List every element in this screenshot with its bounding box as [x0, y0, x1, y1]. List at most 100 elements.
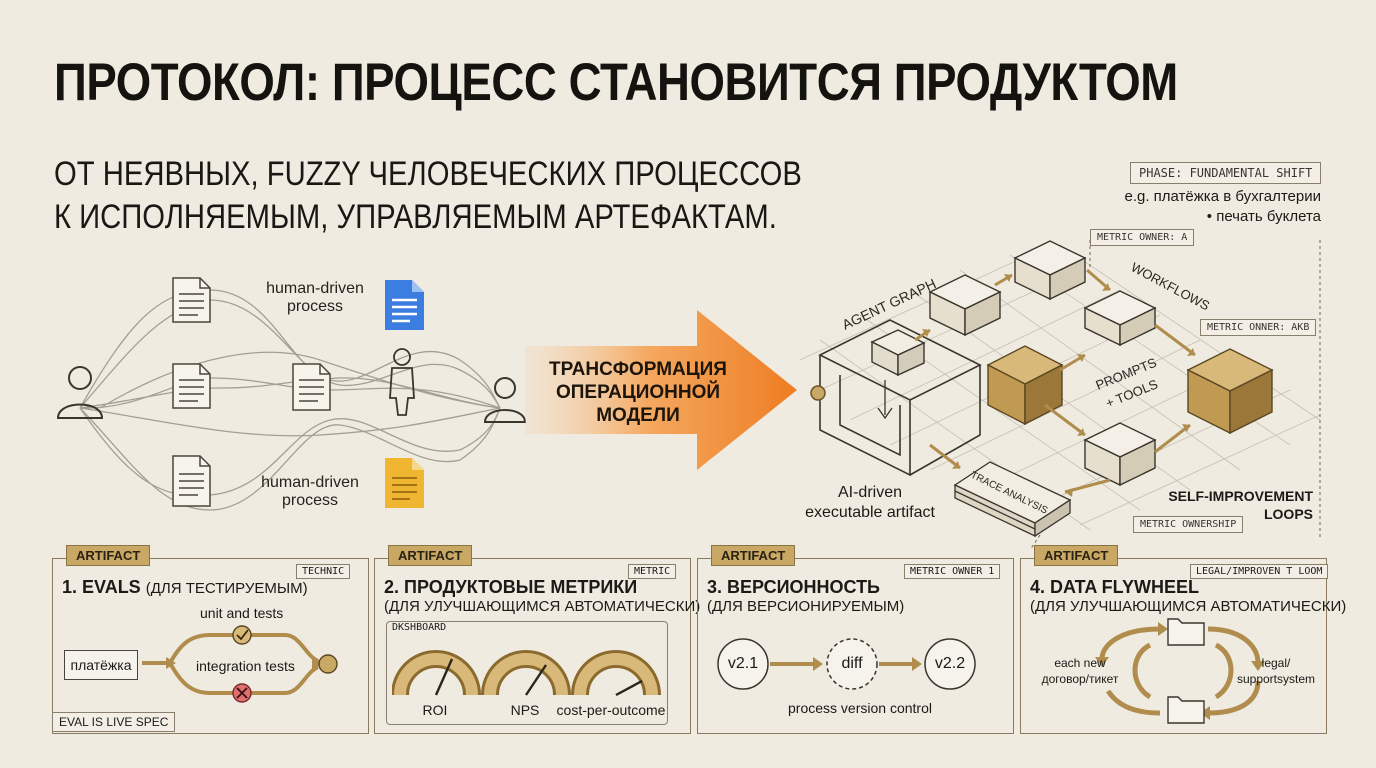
gold-node-box: [1186, 348, 1274, 435]
panel3-subtitle: (ДЛЯ ВЕРСИОНИРУЕМЫМ): [707, 598, 905, 615]
gauge-cost: [571, 650, 661, 697]
evals-result-node: [318, 654, 338, 674]
folder-icons: [1167, 618, 1205, 724]
evals-input-box: платёжка: [64, 650, 138, 680]
ai-driven-label: AI-driven executable artifact: [790, 483, 950, 523]
gauge-roi: [392, 650, 481, 696]
flywheel-arrowheads: [1095, 622, 1265, 720]
phase-example-2: • печать буклета: [1206, 208, 1321, 225]
white-node-boxes: [928, 240, 1157, 487]
phase-tag: PHASE: FUNDAMENTAL SHIFT: [1130, 162, 1322, 184]
panel4-subtitle: (ДЛЯ УЛУЧШАЮЩИМСЯ АВТОМАТИЧЕСКИ): [1030, 598, 1347, 615]
gauges: [392, 650, 661, 697]
gold-node-box: [986, 345, 1064, 426]
self-improvement-label: SELF-IMPROVEMENT LOOPS: [1160, 487, 1313, 523]
panel3-artifact-badge: ARTIFACT: [711, 545, 796, 566]
panel4-tag: LEGAL/IMPROVEN T LOOM: [1190, 564, 1329, 579]
gauge-roi-label: ROI: [422, 702, 448, 718]
process-label-bottom: human-driven process: [245, 474, 375, 510]
transformation-label-line1: ТРАНСФОРМАЦИЯ: [549, 359, 727, 380]
transformation-label: ТРАНСФОРМАЦИЯ ОПЕРАЦИОННОЙ МОДЕЛИ: [538, 358, 738, 427]
human-process-diagram: [56, 277, 527, 511]
node-box: [1013, 240, 1087, 301]
panel1-tag: TECHNIC: [296, 564, 351, 579]
document-icon: [292, 363, 331, 411]
graph-entry-node: [810, 385, 826, 401]
document-icon: [172, 455, 211, 507]
metric-owner-a-tag: METRIC OWNER: A: [1090, 229, 1195, 246]
flywheel-right-line2: supportsystem: [1236, 672, 1316, 686]
inner-cube: [870, 329, 926, 420]
panel2-subtitle: (ДЛЯ УЛУЧШАЮЩИМСЯ АВТОМАТИЧЕСКИ): [384, 598, 701, 615]
dashboard-label: DKSHBOARD: [392, 622, 447, 633]
person-left-icon: [56, 366, 104, 419]
subtitle-line-1: ОТ НЕЯВНЫХ, FUZZY ЧЕЛОВЕЧЕСКИХ ПРОЦЕССОВ: [54, 155, 802, 193]
panel3-title: 3. ВЕРСИОННОСТЬ: [707, 577, 880, 597]
tangled-lines: [79, 289, 501, 511]
ai-driven-line1: AI-driven: [837, 484, 903, 501]
evals-arrowheads: [166, 655, 322, 671]
version-node-1: [717, 638, 769, 690]
panel2-tag: METRIC: [628, 564, 677, 579]
agent-graph-diagram: AGENT GRAPH WORKFLOWS PROMPTS + TOOLS TR…: [799, 240, 1321, 550]
self-improvement-line2: LOOPS: [1263, 506, 1313, 522]
check-icon: [232, 625, 252, 645]
transformation-arrow: [525, 310, 797, 470]
flywheel-loop: [1099, 626, 1261, 716]
gauge-nps-label: NPS: [510, 702, 540, 718]
panel2-artifact-badge: ARTIFACT: [388, 545, 473, 566]
document-icon: [172, 363, 211, 409]
process-label-bottom-line1: human-driven: [261, 474, 359, 491]
panel3-tag: METRIC OWNER 1: [904, 564, 1001, 579]
phase-example-1: e.g. платёжка в бухгалтерии: [1124, 188, 1321, 205]
ai-driven-line2: executable artifact: [805, 504, 935, 521]
standing-person-icon: [389, 348, 415, 416]
folder-icon: [1167, 696, 1205, 724]
folder-icon: [1167, 618, 1205, 646]
version-node-2: [924, 638, 976, 690]
dashboard-frame: [386, 621, 668, 725]
transformation-label-line2: ОПЕРАЦИОННОЙ: [555, 382, 721, 403]
panel-versioning: [697, 558, 1014, 734]
flywheel-diagram: [1095, 618, 1265, 724]
document-icon: [172, 277, 211, 323]
evals-diagram: [142, 625, 338, 703]
panel2-title: 2. ПРОДУКТОВЫЕ МЕТРИКИ: [384, 577, 638, 597]
version-1-label: v2.1: [727, 655, 759, 672]
panel-metrics: [374, 558, 691, 734]
panel-flywheel: [1020, 558, 1327, 734]
process-label-top-line2: process: [286, 298, 344, 315]
blue-doc-icon: [385, 280, 424, 330]
page-title: ПРОТОКОЛ: ПРОЦЕСС СТАНОВИТСЯ ПРОДУКТОМ: [54, 53, 1178, 112]
self-improvement-line1: SELF-IMPROVEMENT: [1168, 488, 1313, 504]
transformation-label-line3: МОДЕЛИ: [596, 405, 680, 426]
connector-arrowheads: [922, 274, 1195, 497]
node-box: [1083, 290, 1157, 347]
eval-live-spec-label: EVAL IS LIVE SPEC: [52, 712, 176, 732]
version-caption: process version control: [788, 700, 932, 716]
flywheel-left-line2: договор/тикет: [1041, 672, 1119, 686]
flywheel-left-line1: each new: [1054, 656, 1106, 670]
evals-integration-label: integration tests: [196, 658, 295, 674]
evals-unit-label: unit and tests: [200, 605, 284, 621]
person-right-icon: [483, 377, 527, 423]
panel4-title: 4. DATA FLYWHEEL: [1030, 577, 1200, 597]
metric-ownership-tag: METRIC OWNERSHIP: [1133, 516, 1244, 533]
trace-analysis-slab: [953, 461, 1072, 538]
panel1-artifact-badge: ARTIFACT: [66, 545, 151, 566]
gauge-nps: [481, 650, 571, 696]
diff-label: diff: [841, 655, 863, 672]
subtitle-line-2: К ИСПОЛНЯЕМЫМ, УПРАВЛЯЕМЫМ АРТЕФАКТАМ.: [54, 198, 777, 236]
guide-lines: [1029, 240, 1321, 550]
process-label-top-line1: human-driven: [266, 280, 364, 297]
panel4-artifact-badge: ARTIFACT: [1034, 545, 1119, 566]
panel1-title-main: 1. EVALS: [62, 577, 141, 597]
panel1-title-light: (ДЛЯ ТЕСТИРУЕМЫМ): [145, 580, 308, 597]
yellow-doc-icon: [385, 458, 424, 508]
panel-evals: [52, 558, 369, 734]
flywheel-left-label: each new договор/тикет: [1030, 655, 1130, 687]
metric-owner-akb-tag: METRIC ONNER: AKB: [1200, 319, 1317, 336]
panel1-title: 1. EVALS (ДЛЯ ТЕСТИРУЕМЫМ): [62, 577, 308, 598]
agent-graph-label: AGENT GRAPH: [840, 275, 939, 332]
node-box: [928, 274, 1002, 337]
